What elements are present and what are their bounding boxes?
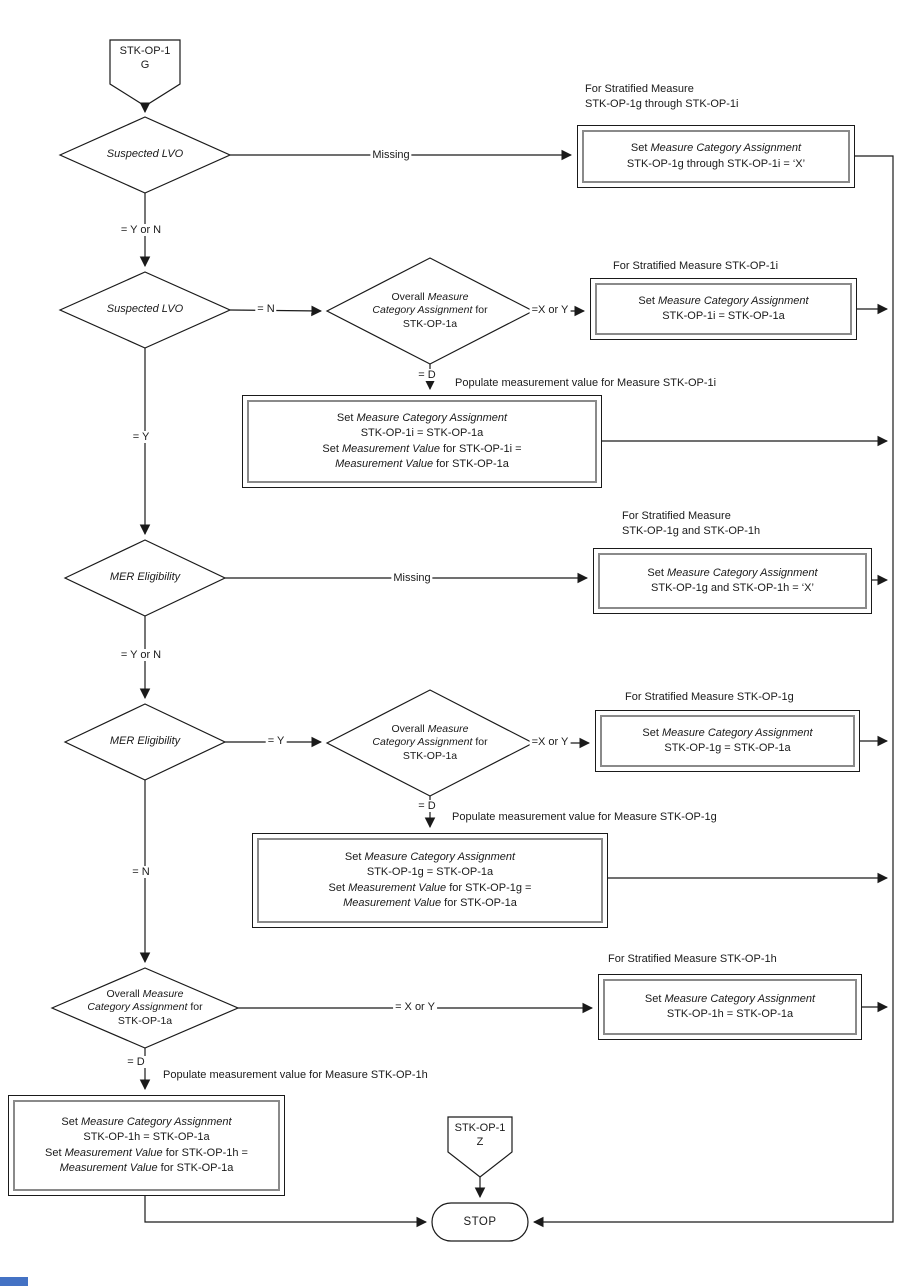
edge-label-eq-d-2: = D bbox=[416, 800, 438, 812]
decision-suspected-lvo-1 bbox=[58, 116, 232, 194]
box6-header: Populate measurement value for Measure S… bbox=[452, 811, 717, 823]
edge-label-x-or-y-row2: =X or Y bbox=[529, 304, 571, 316]
process-box-1g-assign: Set Measure Category Assignment STK-OP-1… bbox=[595, 710, 860, 772]
edge-label-eq-d-1: = D bbox=[416, 369, 438, 381]
bottom-accent-bar bbox=[0, 1277, 28, 1286]
edge-label-x-or-y-row4: =X or Y bbox=[529, 736, 571, 748]
process-box-1h-populate: Set Measure Category Assignment STK-OP-1… bbox=[8, 1095, 285, 1196]
edge-label-eq-y-row4: = Y bbox=[265, 735, 287, 747]
edge-label-y-or-n-1: = Y or N bbox=[118, 224, 164, 236]
offpage-connector-start bbox=[109, 39, 181, 107]
process-box-set-x-1g-1h: Set Measure Category Assignment STK-OP-1… bbox=[593, 548, 872, 614]
stop-shape bbox=[431, 1202, 529, 1242]
edge-label-eq-y-spine: = Y bbox=[130, 431, 152, 443]
process-box-1h-assign: Set Measure Category Assignment STK-OP-1… bbox=[598, 974, 862, 1040]
edge-label-eq-d-3: = D bbox=[125, 1056, 147, 1068]
process-box-1i-assign: Set Measure Category Assignment STK-OP-1… bbox=[590, 278, 857, 340]
decision-mer-eligibility-1 bbox=[63, 539, 227, 617]
edge-label-eq-n-spine: = N bbox=[130, 866, 152, 878]
edge-label-missing-2: Missing bbox=[391, 572, 433, 584]
offpage-connector-end bbox=[447, 1116, 513, 1178]
decision-overall-mca-1 bbox=[325, 257, 535, 365]
decision-overall-mca-2 bbox=[325, 689, 535, 797]
process-box-1i-populate: Set Measure Category Assignment STK-OP-1… bbox=[242, 395, 602, 488]
box8-header: Populate measurement value for Measure S… bbox=[163, 1069, 428, 1081]
edge-label-y-or-n-2: = Y or N bbox=[118, 649, 164, 661]
box3-header: Populate measurement value for Measure S… bbox=[455, 377, 717, 389]
process-box-1g-populate: Set Measure Category Assignment STK-OP-1… bbox=[252, 833, 608, 928]
decision-overall-mca-3 bbox=[50, 967, 240, 1049]
edge-label-x-or-y-row5: = X or Y bbox=[393, 1001, 437, 1013]
stop-terminator: STOP bbox=[463, 1216, 497, 1228]
process-box-set-x-1g-1i: Set Measure Category Assignment STK-OP-1… bbox=[577, 125, 855, 188]
edge-label-missing-1: Missing bbox=[370, 149, 412, 161]
box5-header: For Stratified Measure STK-OP-1g bbox=[625, 691, 794, 703]
box7-header: For Stratified Measure STK-OP-1h bbox=[608, 953, 777, 965]
decision-mer-eligibility-2 bbox=[63, 703, 227, 781]
edge-label-eq-n-row2: = N bbox=[255, 303, 277, 315]
box2-header: For Stratified Measure STK-OP-1i bbox=[613, 260, 779, 272]
decision-suspected-lvo-2 bbox=[58, 271, 232, 349]
